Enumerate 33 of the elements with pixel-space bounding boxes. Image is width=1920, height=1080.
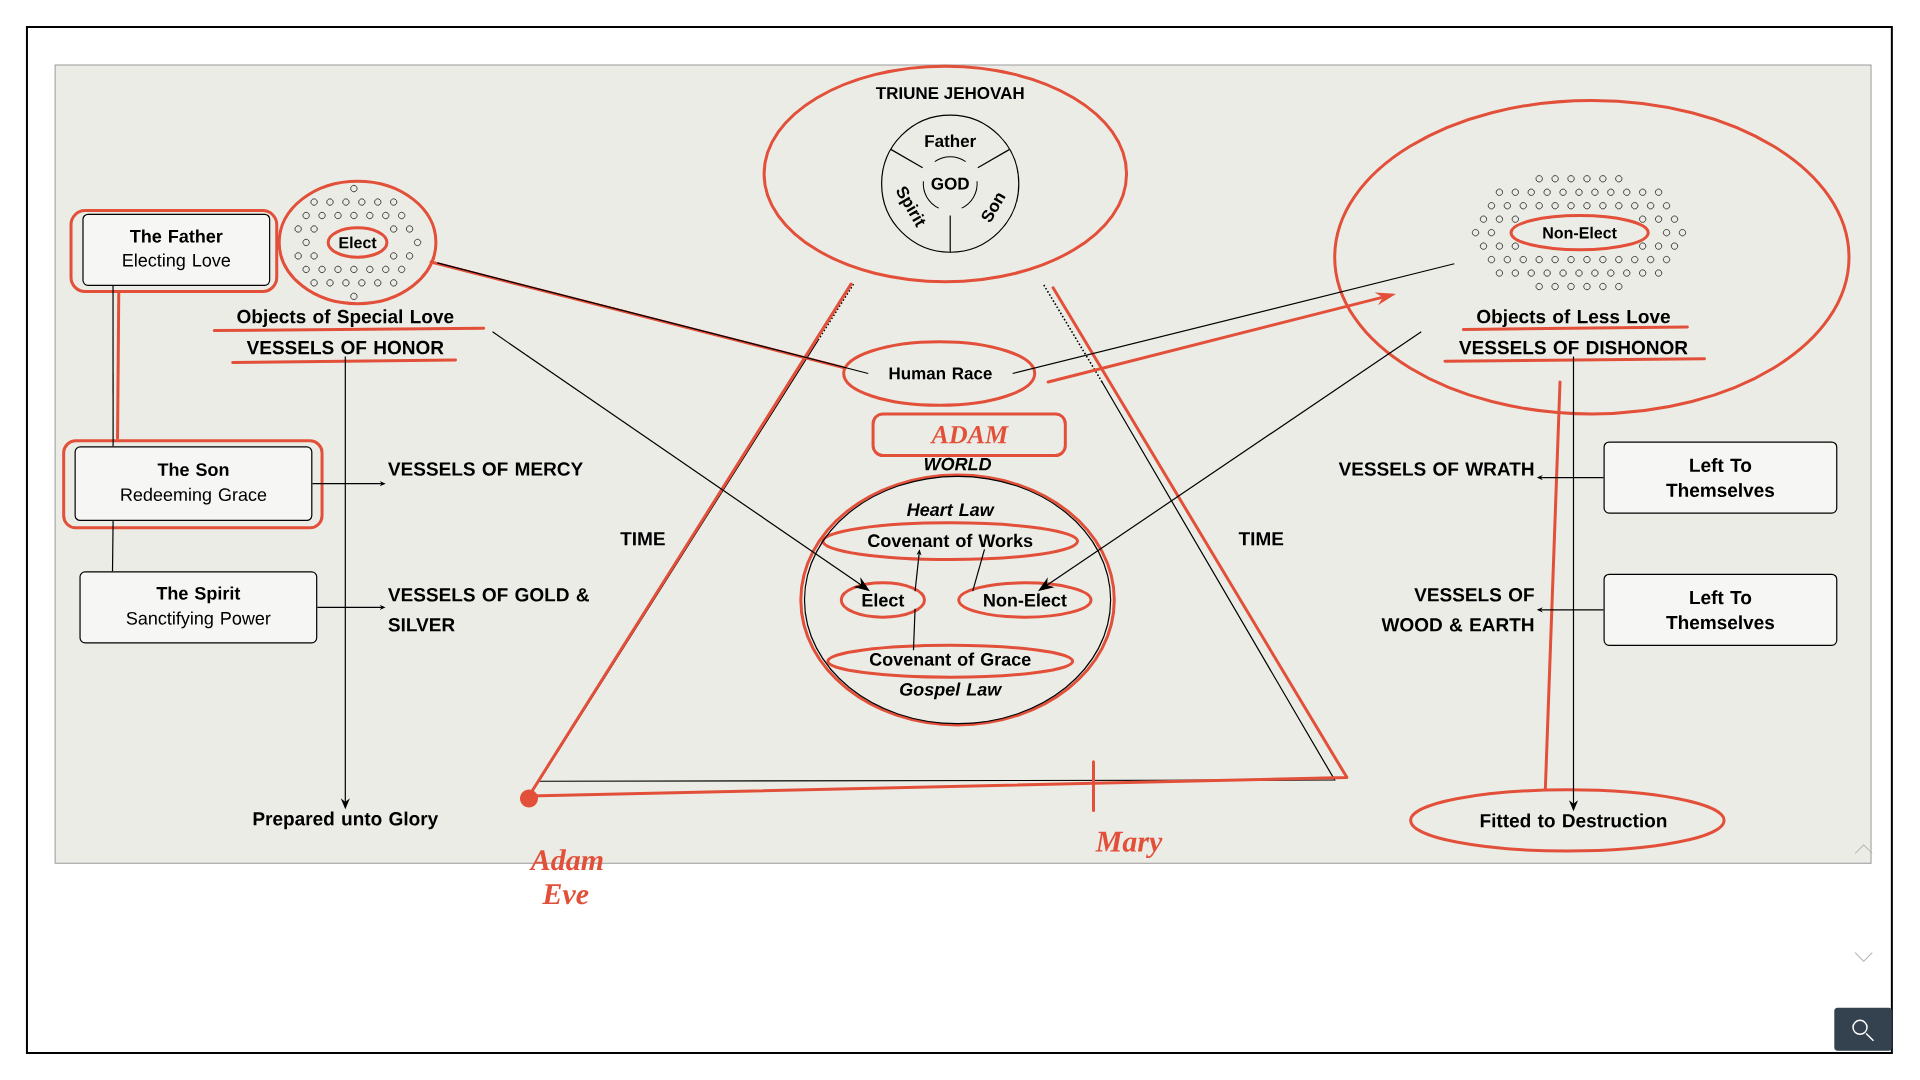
text-label: VESSELS OF GOLD & SILVER bbox=[388, 588, 589, 632]
text-box: The Father Electing Love bbox=[82, 213, 271, 286]
handwritten-note: Adam Eve bbox=[529, 849, 603, 905]
text-box: The Son Redeeming Grace bbox=[74, 446, 313, 521]
connector-line bbox=[912, 608, 916, 651]
connector-line bbox=[1012, 263, 1455, 375]
text-label: Elect bbox=[862, 593, 905, 607]
text-label: Non-Elect bbox=[984, 593, 1067, 607]
text-box: Left To Themselves bbox=[1603, 441, 1838, 514]
text-label: TIME bbox=[620, 532, 665, 546]
text-label: Objects of Special Love VESSELS OF HONOR bbox=[237, 309, 454, 355]
handwritten-note: Mary bbox=[1095, 831, 1163, 858]
text-box: The Spirit Sanctifying Power bbox=[79, 571, 318, 644]
handwritten-note: ADAM bbox=[930, 426, 1009, 444]
text-label: Human Race bbox=[889, 367, 992, 380]
connector-line bbox=[436, 262, 869, 375]
text-label: VESSELS OF MERCY bbox=[388, 462, 583, 476]
dot-cluster: Non-Elect bbox=[1472, 175, 1686, 291]
text-label: Covenant of Grace Gospel Law bbox=[869, 652, 1031, 700]
text-label: Heart Law Covenant of Works bbox=[868, 503, 1033, 548]
text-label: VESSELS OF WOOD & EARTH bbox=[1381, 588, 1534, 632]
text-label: TIME bbox=[1238, 532, 1284, 546]
text-label: Fitted to Destruction bbox=[1480, 813, 1667, 828]
connector-line bbox=[972, 548, 986, 592]
text-label: Objects of Less Love VESSELS OF DISHONOR bbox=[1459, 309, 1688, 355]
text-label: Prepared unto Glory bbox=[253, 811, 439, 830]
text-box: Left To Themselves bbox=[1603, 573, 1838, 646]
node-label: TRIUNE JEHOVAH bbox=[875, 87, 1024, 100]
dot-cluster: Elect bbox=[294, 185, 422, 300]
node-label: WORLD bbox=[924, 457, 992, 471]
connector-line bbox=[112, 285, 114, 447]
connector-line bbox=[111, 520, 114, 572]
text-label: VESSELS OF WRATH bbox=[1338, 462, 1534, 476]
